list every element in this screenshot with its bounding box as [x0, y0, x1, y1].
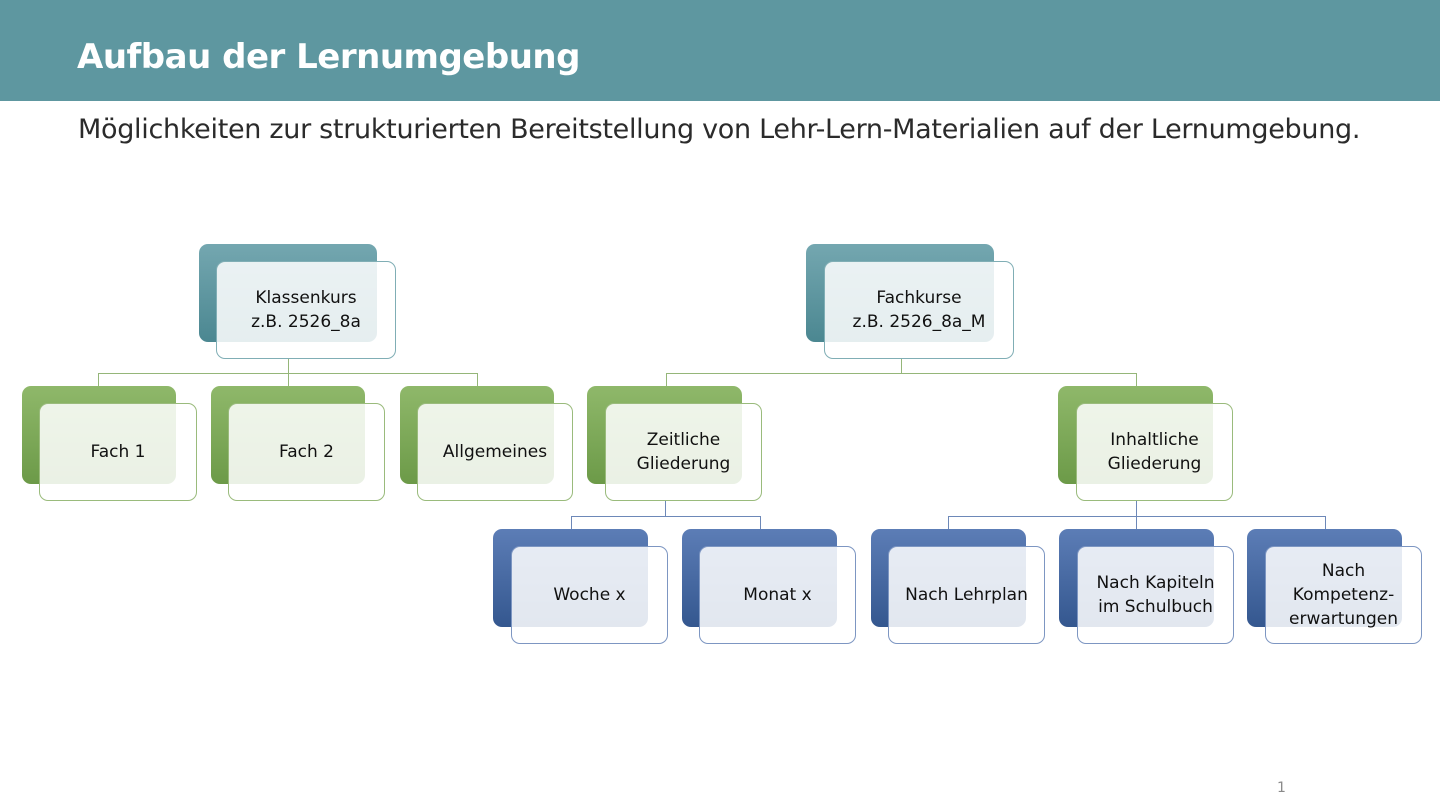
connector-line	[666, 373, 667, 387]
node-label: Nach Kompetenz- erwartungen	[1265, 546, 1422, 644]
connector-line	[901, 358, 902, 373]
connector-line	[665, 500, 666, 516]
page-number: 1	[1277, 780, 1286, 796]
connector-line	[1136, 500, 1137, 516]
node-label: Woche x	[511, 546, 668, 644]
node-label: Klassenkurs z.B. 2526_8a	[216, 261, 396, 359]
node-label: Inhaltliche Gliederung	[1076, 403, 1233, 501]
title-bar: Aufbau der Lernumgebung	[0, 0, 1440, 101]
connector-line	[477, 373, 478, 387]
connector-line	[288, 358, 289, 373]
connector-line	[666, 373, 1137, 374]
node-label: Nach Kapiteln im Schulbuch	[1077, 546, 1234, 644]
node-label: Allgemeines	[417, 403, 573, 501]
node-label: Fachkurse z.B. 2526_8a_M	[824, 261, 1014, 359]
node-label: Fach 2	[228, 403, 385, 501]
connector-line	[948, 516, 949, 530]
slide-subtitle: Möglichkeiten zur strukturierten Bereits…	[78, 114, 1361, 145]
connector-line	[1325, 516, 1326, 530]
node-label: Fach 1	[39, 403, 197, 501]
connector-line	[948, 516, 1326, 517]
connector-line	[1136, 516, 1137, 530]
node-label: Nach Lehrplan	[888, 546, 1045, 644]
connector-line	[1136, 373, 1137, 387]
connector-line	[288, 373, 289, 387]
slide-title: Aufbau der Lernumgebung	[77, 37, 580, 77]
node-label: Monat x	[699, 546, 856, 644]
connector-line	[571, 516, 572, 530]
connector-line	[98, 373, 99, 387]
node-label: Zeitliche Gliederung	[605, 403, 762, 501]
connector-line	[760, 516, 761, 530]
connector-line	[571, 516, 761, 517]
